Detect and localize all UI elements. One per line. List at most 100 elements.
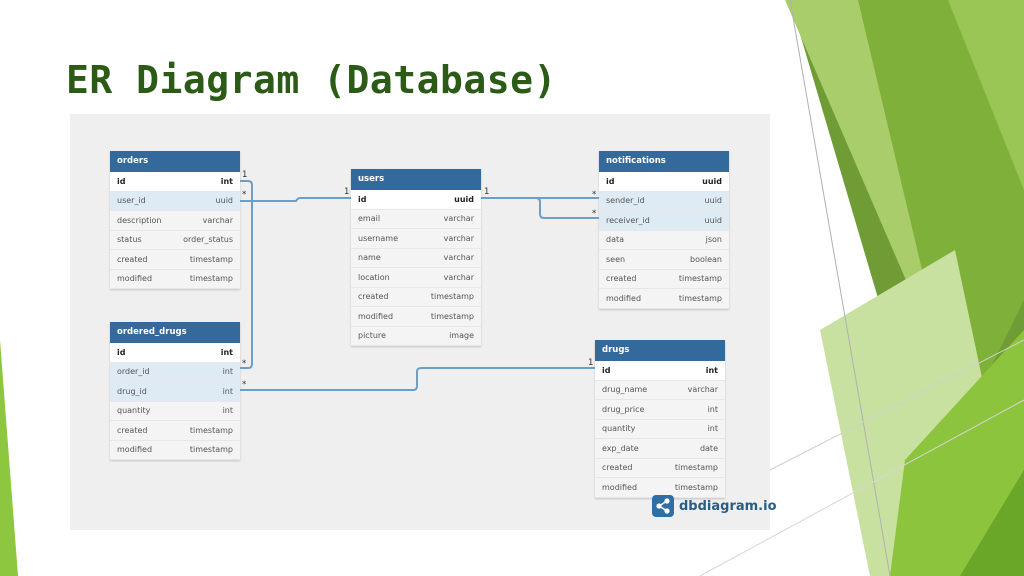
field-name: quantity [602, 424, 636, 434]
field-name: status [117, 235, 142, 245]
table-header-notifications[interactable]: notifications [599, 151, 729, 172]
table-row[interactable]: created timestamp [599, 270, 729, 289]
cardinality-users-one-left: 1 [344, 187, 350, 197]
table-row[interactable]: status order_status [110, 231, 240, 250]
field-type: timestamp [189, 254, 233, 264]
table-row[interactable]: description varchar [110, 211, 240, 231]
table-row[interactable]: email varchar [351, 210, 481, 229]
table-row[interactable]: exp_date date [595, 439, 725, 459]
field-type: timestamp [674, 482, 718, 492]
field-name: created [358, 292, 389, 302]
field-type: varchar [202, 215, 233, 225]
cardinality-sender-many: * [592, 190, 597, 200]
field-name: id [117, 176, 126, 186]
field-name: created [117, 254, 148, 264]
field-name: seen [606, 254, 626, 264]
table-row[interactable]: id uuid [351, 190, 481, 210]
field-type: timestamp [189, 445, 233, 455]
field-name: drug_name [602, 385, 648, 395]
field-type: json [705, 235, 722, 245]
brand-name: dbdiagram.io [679, 498, 777, 514]
field-name: id [606, 176, 615, 186]
field-name: email [358, 214, 381, 224]
field-name: exp_date [602, 443, 639, 453]
field-type: int [222, 406, 233, 416]
field-name: id [602, 365, 611, 375]
field-type: timestamp [430, 292, 474, 302]
field-type: varchar [443, 253, 474, 263]
field-type: boolean [690, 254, 722, 264]
table-row[interactable]: modified timestamp [599, 289, 729, 309]
table-row[interactable]: location varchar [351, 268, 481, 288]
field-type: date [699, 443, 718, 453]
field-type: timestamp [678, 274, 722, 284]
table-row[interactable]: quantity int [595, 420, 725, 439]
field-name: location [358, 272, 390, 282]
table-row[interactable]: receiver_id uuid [599, 211, 729, 231]
field-type: int [707, 404, 718, 414]
field-type: image [449, 331, 474, 341]
field-type: varchar [687, 385, 718, 395]
field-name: username [358, 233, 398, 243]
field-name: description [117, 215, 162, 225]
table-header-ordered-drugs[interactable]: ordered_drugs [110, 322, 240, 343]
field-name: order_id [117, 367, 150, 377]
field-name: data [606, 235, 625, 245]
field-type: uuid [704, 215, 722, 225]
table-row[interactable]: order_id int [110, 362, 240, 382]
field-type: int [707, 424, 718, 434]
field-type: order_status [183, 235, 233, 245]
field-type: timestamp [678, 293, 722, 303]
field-name: id [358, 194, 367, 204]
field-name: modified [606, 293, 642, 303]
field-name: sender_id [606, 196, 645, 206]
table-row[interactable]: data json [599, 231, 729, 250]
table-header-orders[interactable]: orders [110, 151, 240, 172]
table-row[interactable]: created timestamp [351, 288, 481, 307]
field-type: int [222, 386, 233, 396]
table-row[interactable]: quantity int [110, 402, 240, 421]
field-name: quantity [117, 406, 151, 416]
field-name: receiver_id [606, 215, 650, 225]
field-type: uuid [454, 194, 474, 204]
field-type: uuid [215, 196, 233, 206]
table-row[interactable]: drug_name varchar [595, 381, 725, 400]
field-name: id [117, 347, 126, 357]
cardinality-drugs-one: 1 [588, 358, 594, 368]
field-type: timestamp [430, 311, 474, 321]
table-row[interactable]: created timestamp [110, 250, 240, 270]
table-header-drugs[interactable]: drugs [595, 340, 725, 361]
field-name: created [606, 274, 637, 284]
field-name: created [602, 463, 633, 473]
table-header-users[interactable]: users [351, 169, 481, 190]
cardinality-orders-one: 1 [242, 170, 248, 180]
field-type: int [222, 367, 233, 377]
field-type: varchar [443, 272, 474, 282]
field-type: varchar [443, 214, 474, 224]
table-row[interactable]: seen boolean [599, 250, 729, 270]
